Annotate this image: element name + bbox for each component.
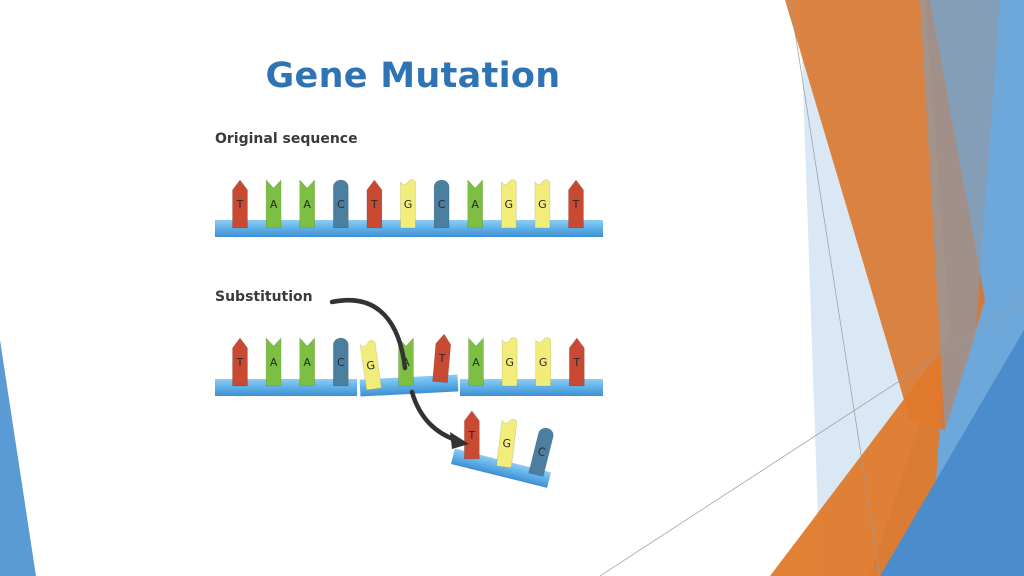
nucleotide-letter: T [572, 356, 580, 369]
nucleotide-body [432, 333, 452, 384]
nucleotide-T: T [568, 179, 584, 229]
substitution-backbone-right [460, 379, 603, 396]
nucleotide-body [467, 178, 484, 229]
nucleotide-G: G [534, 179, 551, 229]
nucleotide-letter: T [437, 352, 446, 366]
nucleotide-C: C [332, 179, 349, 229]
nucleotide-A: A [299, 178, 316, 229]
nucleotide-body [299, 336, 316, 387]
nucleotide-C: C [433, 179, 450, 229]
nucleotide-letter: T [467, 429, 475, 442]
nucleotide-T: T [232, 179, 248, 229]
substitution-label: Substitution [215, 289, 313, 305]
nucleotide-letter: T [370, 198, 378, 211]
nucleotide-letter: C [337, 356, 345, 369]
nucleotide-T: T [432, 333, 452, 384]
nucleotide-letter: A [471, 198, 479, 211]
nucleotide-G: G [400, 179, 416, 229]
nucleotide-T: T [568, 337, 585, 387]
nucleotide-letter: T [236, 198, 244, 211]
nucleotide-letter: C [536, 445, 547, 460]
nucleotide-letter: A [270, 198, 278, 211]
nucleotide-body [232, 179, 248, 229]
original-sequence-label: Original sequence [215, 131, 358, 147]
nucleotide-body [265, 178, 282, 229]
nucleotide-letter: G [538, 198, 547, 211]
removed-fragment: T G C [451, 410, 554, 488]
nucleotide-letter: G [366, 359, 376, 373]
thin-line-b [599, 299, 1024, 576]
nucleotide-T: T [463, 410, 480, 460]
nucleotide-body [332, 179, 349, 229]
arrow-out [409, 389, 459, 443]
nucleotide-body [433, 179, 450, 229]
nucleotide-A: A [265, 336, 282, 387]
nucleotide-body [500, 179, 517, 229]
nucleotide-A: A [265, 178, 282, 229]
nucleotide-body [366, 179, 383, 229]
nucleotide-body [528, 427, 554, 478]
nucleotide-body [400, 179, 416, 229]
nucleotide-C: C [332, 337, 349, 387]
nucleotide-letter: A [270, 356, 278, 369]
nucleotide-letter: A [303, 356, 311, 369]
substitution-backbone-left [215, 379, 357, 396]
nucleotide-G: G [500, 179, 517, 229]
nucleotide-body [463, 410, 480, 460]
nucleotide-A: A [468, 336, 484, 387]
nucleotide-T: T [232, 337, 248, 387]
thin-line-a [789, 0, 881, 576]
nucleotide-body [534, 179, 551, 229]
nucleotide-letter: G [502, 437, 512, 451]
nucleotide-body [265, 336, 282, 387]
nucleotide-A: A [299, 336, 316, 387]
nucleotide-letter: C [337, 198, 345, 211]
nucleotide-T: T [366, 179, 383, 229]
right-grey-band [920, 0, 1000, 430]
arrow-out-head [450, 432, 469, 449]
nucleotide-body [359, 340, 382, 391]
nucleotide-letter: A [303, 198, 311, 211]
nucleotide-letter: C [438, 198, 446, 211]
nucleotide-body [535, 337, 552, 387]
right-blue-lower [880, 330, 1024, 576]
nucleotide-letter: G [404, 198, 413, 211]
nucleotide-body [299, 178, 316, 229]
right-orange-lower [770, 345, 945, 576]
left-edge-blue-shape [0, 340, 36, 576]
nucleotide-G: G [359, 340, 382, 391]
removed-nucleotides: T G C [463, 410, 554, 478]
nucleotide-G: G [535, 337, 552, 387]
nucleotide-A: A [467, 178, 484, 229]
nucleotide-body [495, 418, 518, 469]
nucleotide-letter: G [505, 198, 514, 211]
page-title: Gene Mutation [265, 56, 561, 96]
nucleotide-letter: G [539, 356, 548, 369]
nucleotide-letter: T [572, 198, 580, 211]
nucleotide-body [568, 179, 584, 229]
nucleotide-body [232, 337, 248, 387]
nucleotide-body [332, 337, 349, 387]
arrow-in [329, 298, 408, 371]
nucleotide-G: G [495, 418, 518, 469]
nucleotide-body [501, 337, 518, 387]
nucleotide-letter: T [236, 356, 244, 369]
nucleotide-letter: A [472, 356, 480, 369]
nucleotide-body [468, 336, 484, 387]
nucleotide-G: G [501, 337, 518, 387]
nucleotide-letter: G [505, 356, 514, 369]
nucleotide-body [568, 337, 585, 387]
nucleotide-C: C [528, 427, 554, 478]
